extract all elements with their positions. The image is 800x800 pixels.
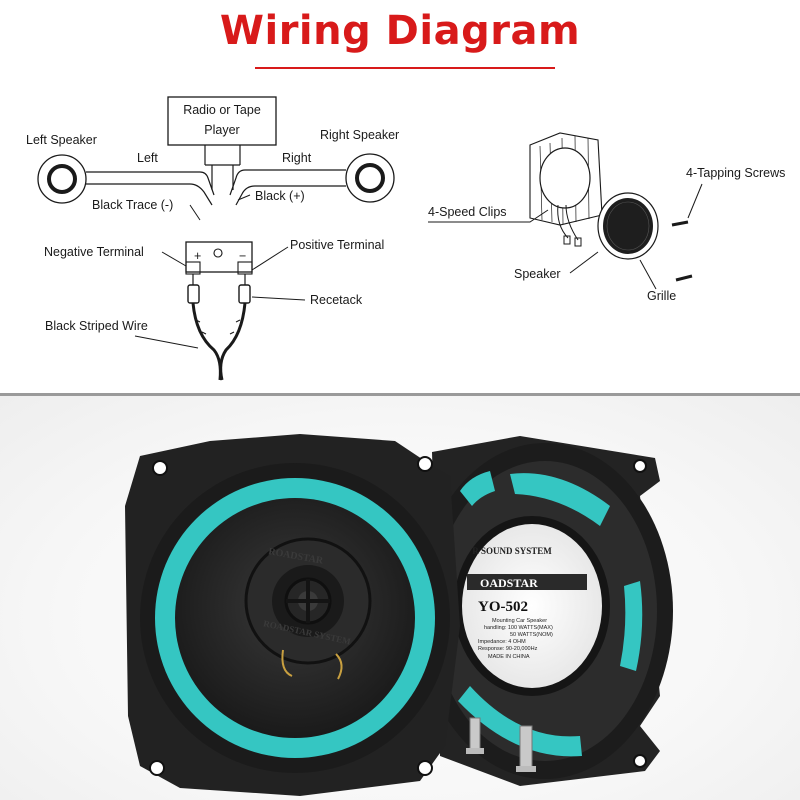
- radio-box: [167, 96, 277, 146]
- left-label: Left: [137, 151, 158, 165]
- product-photo: R SOUND SYSTEM OADSTAR YO-502 Mounting C…: [125, 434, 673, 796]
- recetack-label: Recetack: [310, 293, 363, 307]
- radio-connector-wires: [211, 165, 234, 190]
- spec-label: [462, 524, 602, 688]
- rear-mount-hole-top: [633, 459, 647, 473]
- right-label: Right: [282, 151, 312, 165]
- grille-label: Grille: [647, 289, 676, 303]
- front-mount-hole-tl: [152, 460, 168, 476]
- rear-basket-window-right: [620, 581, 643, 671]
- spec-line-5: Response: 90-20,000Hz: [478, 646, 538, 652]
- front-mount-hole-tr: [417, 456, 433, 472]
- title-underline: [255, 67, 555, 69]
- wiring-drawing: Radio or Tape Player Left Speaker Right …: [26, 96, 785, 381]
- striped-wire-leader: [134, 335, 199, 349]
- wiring-diagram-panel: Wiring Diagram Radio or Tape Player Left…: [0, 0, 800, 393]
- radio-label-line1: Radio or Tape: [183, 103, 261, 117]
- speaker-front: ROADSTAR ROADSTAR SYSTEM: [125, 434, 460, 796]
- page-title: Wiring Diagram: [219, 8, 581, 54]
- grille-drawing: [597, 192, 659, 260]
- label-leaders: [189, 194, 251, 221]
- black-plus-label: Black (+): [255, 189, 305, 203]
- black-striped-wire-label: Black Striped Wire: [45, 319, 148, 333]
- product-photo-panel: R SOUND SYSTEM OADSTAR YO-502 Mounting C…: [0, 396, 800, 800]
- spec-line-3: 50 WATTS(NOM): [510, 632, 553, 638]
- speed-clips-leader: [428, 209, 549, 223]
- striped-wire: [191, 302, 247, 381]
- left-wire-bottom: [86, 183, 213, 206]
- right-speaker-icon: [345, 153, 395, 203]
- tapping-screws-label: 4-Tapping Screws: [686, 166, 785, 180]
- black-trace-label: Black Trace (-): [92, 198, 173, 212]
- lead-wires: [281, 649, 343, 680]
- terminal-minus: −: [239, 249, 246, 263]
- speed-clips-label: 4-Speed Clips: [428, 205, 507, 219]
- radio-connector: [204, 145, 241, 166]
- speaker-terminals: [466, 717, 536, 772]
- spec-line-2: handling: 100 WATTS(MAX): [484, 625, 553, 631]
- section-divider: [0, 393, 800, 396]
- left-wire-top: [86, 171, 215, 196]
- grille-leader: [639, 259, 657, 290]
- model-number: YO-502: [478, 599, 528, 615]
- recetack-leader: [251, 296, 306, 301]
- label-ring-top: R SOUND SYSTEM: [472, 546, 552, 556]
- terminal-plus: +: [194, 249, 201, 263]
- speaker-leader: [569, 251, 599, 274]
- front-mount-hole-br: [417, 760, 433, 776]
- screw-icon: [671, 220, 693, 282]
- left-speaker-icon: [37, 154, 87, 204]
- label-brand-bar: [467, 574, 587, 590]
- front-mount-hole-bl: [149, 760, 165, 776]
- spec-line-6: MADE IN CHINA: [488, 654, 530, 660]
- mounting-speaker-drawing: [539, 147, 591, 247]
- spec-line-1: Mounting Car Speaker: [492, 618, 547, 624]
- positive-terminal-label: Positive Terminal: [290, 238, 384, 252]
- negative-leader: [161, 251, 187, 267]
- negative-terminal-label: Negative Terminal: [44, 245, 144, 259]
- right-wire-bottom: [235, 185, 346, 206]
- right-speaker-label: Right Speaker: [320, 128, 399, 142]
- terminal-block: + −: [185, 241, 253, 275]
- spec-line-4: Impedance: 4 OHM: [478, 639, 526, 645]
- speaker-rear: R SOUND SYSTEM OADSTAR YO-502 Mounting C…: [417, 436, 673, 786]
- left-speaker-label: Left Speaker: [26, 133, 97, 147]
- rear-basket-window-top: [510, 473, 610, 526]
- positive-leader: [251, 246, 289, 271]
- right-wire-top: [229, 169, 346, 196]
- tapping-screws-leader: [687, 183, 703, 219]
- radio-label-line2: Player: [204, 123, 239, 137]
- label-brand: OADSTAR: [480, 576, 538, 590]
- rear-basket-window-bottom: [458, 686, 582, 757]
- speaker-label: Speaker: [514, 267, 561, 281]
- rear-mount-hole-bottom: [633, 754, 647, 768]
- receptacles: [187, 274, 251, 304]
